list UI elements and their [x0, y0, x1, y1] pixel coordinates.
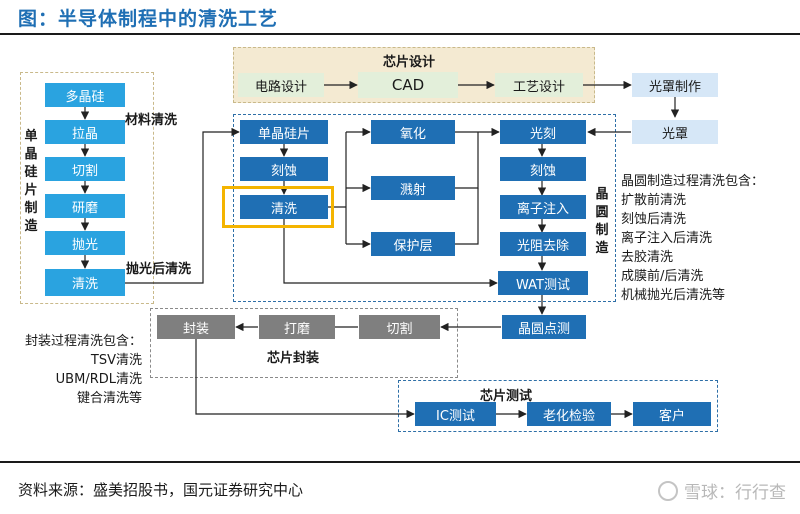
step-mask: 光罩 — [632, 120, 718, 144]
step-etch-2: 刻蚀 — [500, 157, 586, 181]
chip-packaging-label: 芯片封装 — [267, 351, 320, 366]
chip-design-label: 芯片设计 — [383, 55, 436, 70]
step-crystal-pulling: 拉晶 — [45, 120, 125, 144]
snowball-logo-icon — [658, 480, 678, 501]
note-line: 刻蚀后清洗 — [621, 212, 687, 227]
step-oxidation: 氧化 — [371, 120, 455, 144]
step-polysilicon: 多晶硅 — [45, 83, 125, 107]
step-circuit-design: 电路设计 — [238, 73, 324, 97]
single-crystal-region — [20, 72, 154, 304]
note-line: 离子注入后清洗 — [621, 231, 713, 246]
step-ion-implant: 离子注入 — [500, 195, 586, 219]
note-line: TSV清洗 — [90, 353, 142, 368]
note-line: 封装过程清洗包含： — [24, 334, 142, 349]
watermark: 雪球：行行查 — [658, 478, 786, 503]
note-line: 键合清洗等 — [76, 391, 142, 406]
testing-region — [398, 380, 718, 432]
source-note: 资料来源：盛美招股书，国元证券研究中心 — [18, 481, 304, 499]
step-slicing: 切割 — [45, 157, 125, 181]
material-cleaning-label: 材料清洗 — [125, 113, 178, 128]
step-etch-1: 刻蚀 — [240, 157, 328, 181]
step-backgrind: 打磨 — [259, 315, 335, 339]
bottom-rule — [0, 461, 800, 463]
step-wat-test: WAT测试 — [498, 271, 588, 295]
step-customer: 客户 — [633, 402, 711, 426]
packaging-cleaning-notes: 封装过程清洗包含： TSV清洗 UBM/RDL清洗 键合清洗等 — [6, 332, 142, 408]
chip-testing-label: 芯片测试 — [480, 389, 533, 404]
step-photoresist-strip: 光阻去除 — [500, 232, 586, 256]
wafer-cleaning-notes: 晶圆制造过程清洗包含： 扩散前清洗 刻蚀后清洗 离子注入后清洗 去胶清洗 成膜前… — [621, 172, 764, 305]
step-package: 封装 — [157, 315, 235, 339]
step-cad: CAD — [358, 72, 458, 98]
step-ic-test: IC测试 — [415, 402, 496, 426]
step-burn-in: 老化检验 — [527, 402, 611, 426]
figure-title: 图：半导体制程中的清洗工艺 — [18, 8, 279, 30]
step-wafer-probe: 晶圆点测 — [502, 315, 586, 339]
step-monocrystal-wafer: 单晶硅片 — [240, 120, 328, 144]
cleaning-highlight — [222, 186, 334, 228]
note-line: 机械抛光后清洗等 — [621, 288, 726, 303]
step-clean: 清洗 — [240, 195, 328, 219]
note-line: UBM/RDL清洗 — [55, 372, 142, 387]
step-process-design: 工艺设计 — [495, 73, 583, 97]
top-rule — [0, 33, 800, 35]
note-line: 扩散前清洗 — [621, 193, 687, 208]
step-wafer-cleaning: 清洗 — [45, 269, 125, 296]
post-polish-cleaning-label: 抛光后清洗 — [126, 262, 192, 277]
step-mask-making: 光罩制作 — [632, 73, 718, 97]
step-lithography: 光刻 — [500, 120, 586, 144]
step-polishing: 抛光 — [45, 231, 125, 255]
note-line: 去胶清洗 — [621, 250, 674, 265]
step-dicing: 切割 — [359, 315, 440, 339]
step-passivation: 保护层 — [371, 232, 455, 256]
watermark-text: 雪球：行行查 — [684, 483, 786, 503]
note-line: 晶圆制造过程清洗包含： — [621, 174, 765, 189]
step-grinding: 研磨 — [45, 194, 125, 218]
wafer-region — [233, 114, 616, 302]
note-line: 成膜前/后清洗 — [621, 269, 704, 284]
packaging-region — [150, 308, 458, 378]
step-sputtering: 溅射 — [371, 176, 455, 200]
single-crystal-label: 单晶硅片制造 — [24, 129, 38, 234]
wafer-manufacturing-label: 晶圆制造 — [595, 187, 609, 256]
